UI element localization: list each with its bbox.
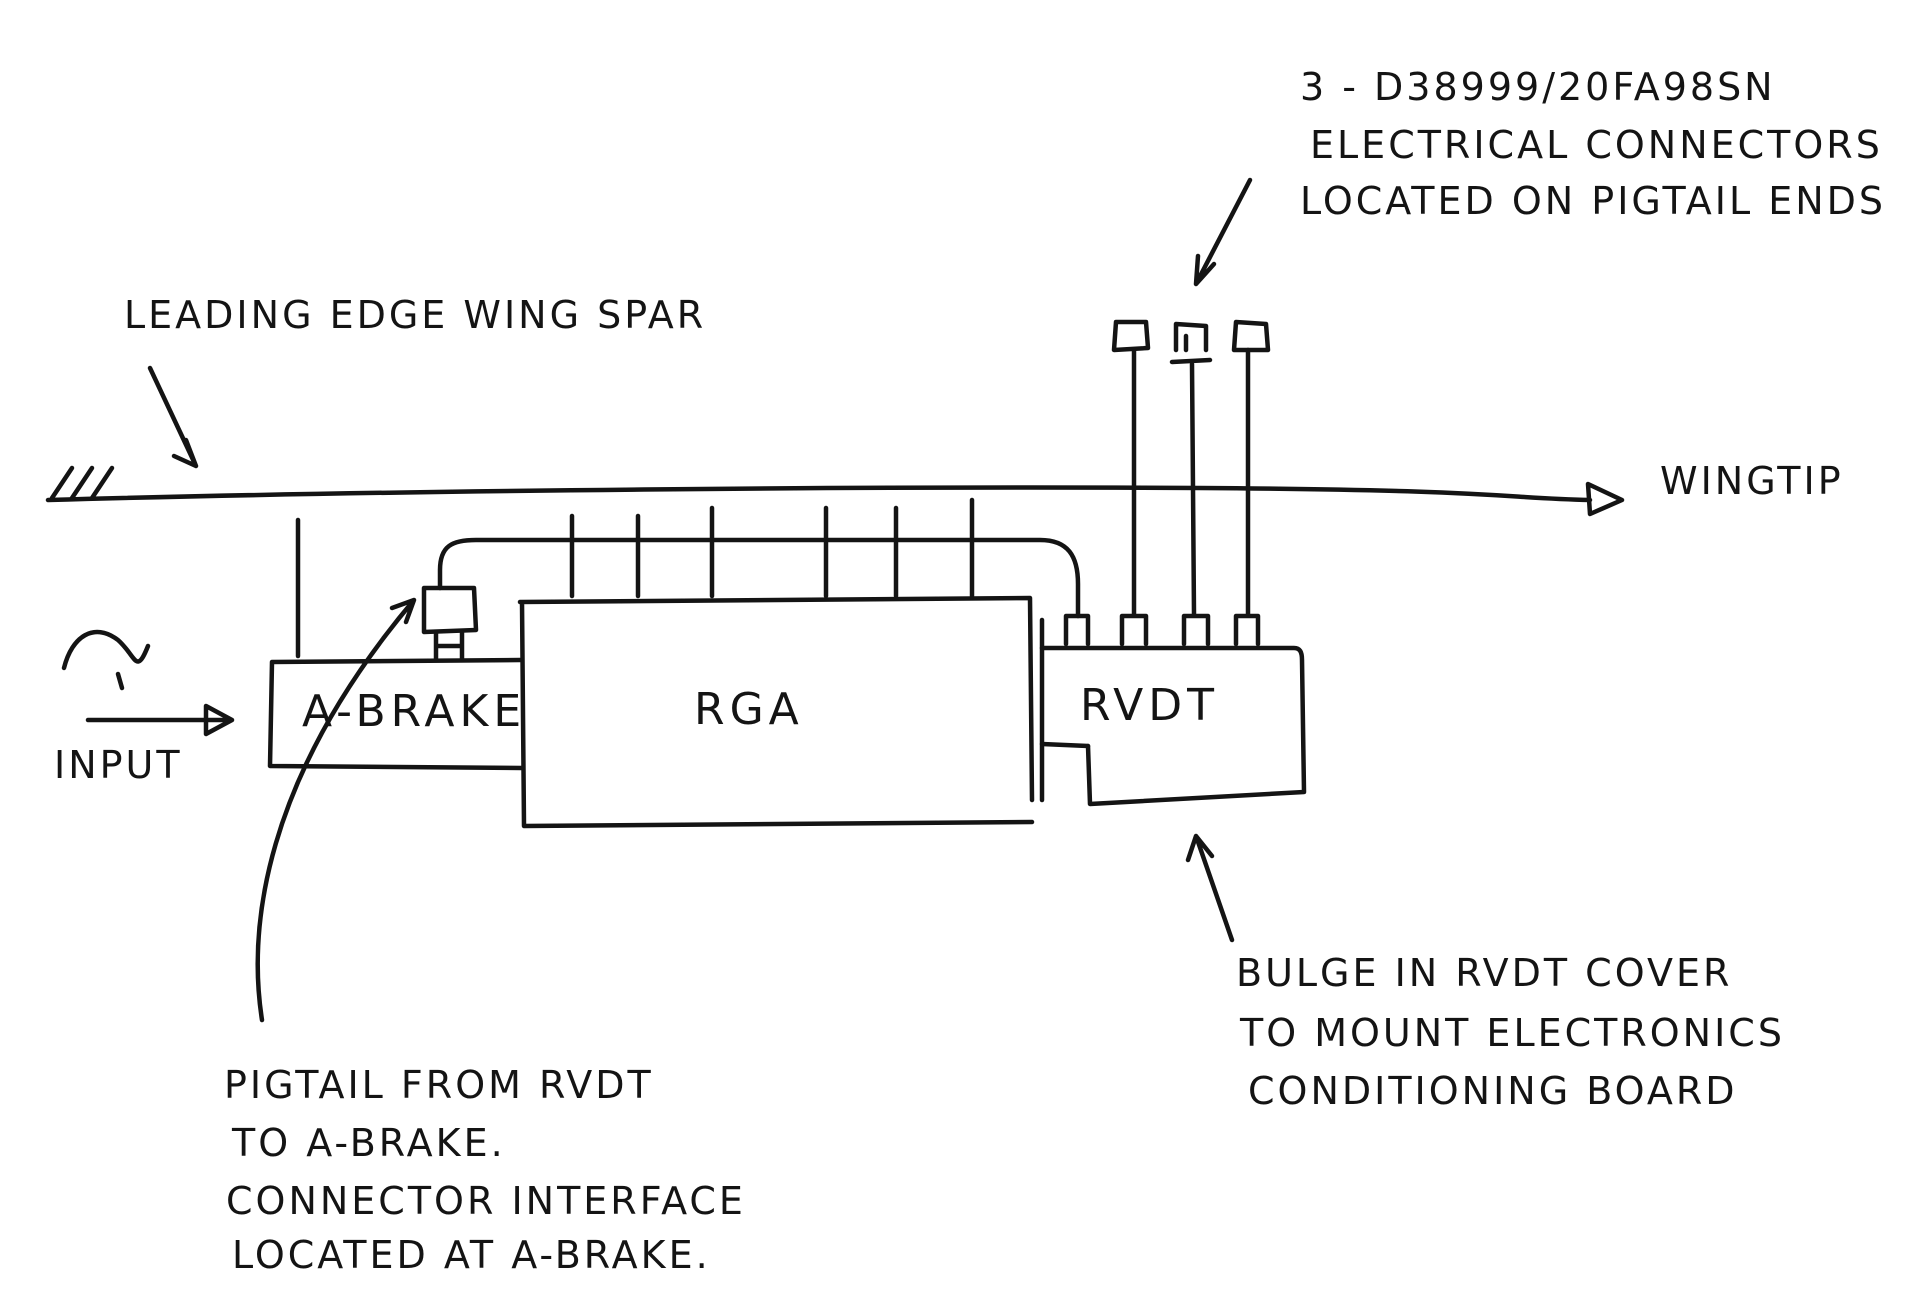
pigtail-label-line-4: LOCATED AT A-BRAKE.: [232, 1233, 711, 1277]
pigtail-harness: [437, 537, 1081, 619]
input-tick: [115, 671, 125, 691]
rga-unit: RGA: [517, 497, 1035, 829]
rvdt-stub-3: [1181, 613, 1211, 647]
rvdt-label: RVDT: [1080, 680, 1219, 731]
spar-label: LEADING EDGE WING SPAR: [124, 293, 706, 337]
connectors-label-line-1: 3 - D38999/20FA98SN: [1300, 65, 1776, 109]
input-rotation-symbol: [61, 629, 151, 671]
rvdt-box: [1039, 645, 1307, 807]
connectors-label-line-3: LOCATED ON PIGTAIL ENDS: [1300, 179, 1886, 223]
rga-box: [517, 595, 1035, 829]
connector-1: [1111, 319, 1151, 353]
connectors-pointer-arrow: [1193, 177, 1253, 287]
rvdt-unit: RVDT: [1039, 613, 1307, 807]
spar-line: [45, 485, 1593, 503]
pigtail-lead-2: [1189, 361, 1197, 617]
input-label: INPUT: [54, 743, 183, 787]
pigtail-label-line-3: CONNECTOR INTERFACE: [226, 1179, 746, 1223]
bulge-pointer-arrow: [1185, 833, 1235, 943]
a-brake-box: [267, 657, 525, 771]
a-brake-label: A-BRAKE: [302, 686, 526, 737]
wingtip-arrowhead: [1585, 481, 1625, 517]
rvdt-stub-2: [1119, 613, 1149, 647]
pigtail-pointer-arrow: [255, 597, 417, 1023]
input-arrow: [85, 703, 235, 737]
pigtail-label-line-2: TO A-BRAKE.: [231, 1121, 506, 1165]
connector-2: [1169, 321, 1213, 365]
wing-spar: [45, 465, 1625, 517]
pigtail-leads: [1111, 319, 1271, 617]
bulge-label-line-2: TO MOUNT ELECTRONICS: [1239, 1011, 1785, 1055]
bulge-label-line-1: BULGE IN RVDT COVER: [1236, 951, 1732, 995]
spar-pointer-arrow: [147, 365, 199, 469]
pigtail-label-line-1: PIGTAIL FROM RVDT: [224, 1063, 654, 1107]
rvdt-stub-1: [1063, 613, 1091, 647]
a-brake-connector-body: [421, 585, 479, 635]
rga-mounts: [569, 497, 975, 599]
rvdt-stub-4: [1233, 613, 1261, 647]
connectors-label-line-2: ELECTRICAL CONNECTORS: [1310, 123, 1883, 167]
rga-label: RGA: [694, 684, 804, 735]
rvdt-shaft: [1039, 741, 1091, 749]
bulge-label-line-3: CONDITIONING BOARD: [1248, 1069, 1738, 1113]
a-brake-connector-base: [433, 629, 465, 663]
connector-3: [1231, 319, 1271, 353]
a-brake-unit: A-BRAKE: [267, 517, 526, 771]
wingtip-label: WINGTIP: [1660, 459, 1844, 503]
ground-hatch: [49, 465, 115, 501]
